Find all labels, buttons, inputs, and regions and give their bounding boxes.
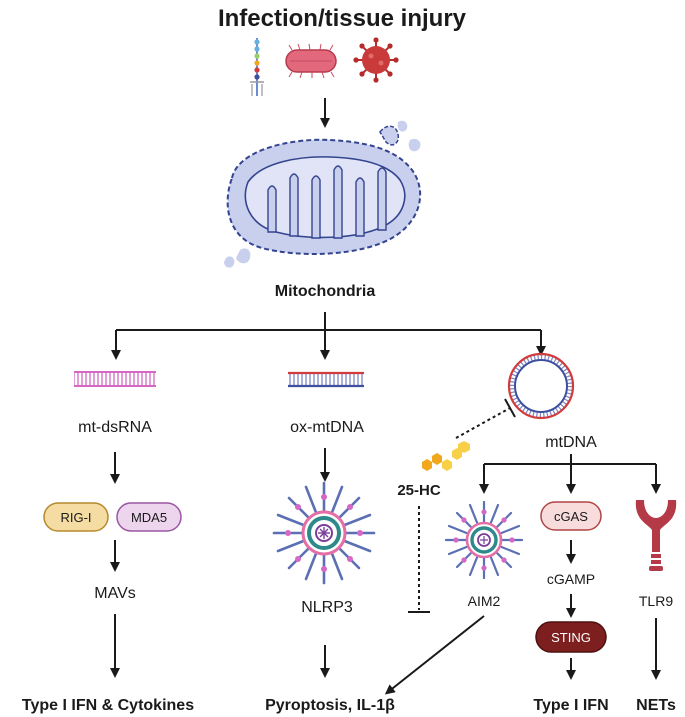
- dsrna-icon: [74, 371, 156, 387]
- inhibitor-25hc-label: 25-HC: [397, 482, 441, 499]
- mtdna-split-connector: [479, 454, 661, 494]
- dna-duplex-icon: [288, 371, 364, 388]
- hexagon-molecule-icon: [422, 441, 470, 471]
- rig-i-node: RIG-I: [43, 502, 109, 532]
- rig-i-label: RIG-I: [60, 510, 91, 525]
- tlr9-label: TLR9: [639, 593, 673, 609]
- organelle-label: Mitochondria: [275, 283, 376, 300]
- arrow-aim2-to-pyroptosis: [384, 615, 485, 695]
- sting-node: STING: [535, 621, 607, 653]
- nlrp3-label: NLRP3: [301, 599, 353, 616]
- receptor-icon: [250, 38, 264, 96]
- circular-mtdna-icon: [507, 352, 575, 420]
- mda5-label: MDA5: [131, 510, 167, 525]
- top-split-connector: [111, 312, 546, 360]
- outcome-pyroptosis: Pyroptosis, IL-1β: [265, 697, 395, 714]
- mitochondrion-icon: [224, 120, 422, 268]
- mavs-label: MAVs: [94, 585, 135, 602]
- outcome-type-i-ifn-cytokines: Type I IFN & Cytokines: [22, 697, 194, 714]
- cgas-label: cGAS: [554, 509, 588, 524]
- ox-mtdna-label: ox-mtDNA: [290, 419, 364, 436]
- aim2-label: AIM2: [468, 593, 501, 609]
- outcome-type-i-ifn: Type I IFN: [533, 697, 608, 714]
- sting-label: STING: [551, 630, 591, 645]
- cgamp-label: cGAMP: [547, 571, 595, 587]
- mda5-node: MDA5: [116, 502, 182, 532]
- outcome-nets: NETs: [636, 697, 676, 714]
- inhibition-25hc-to-mtdna: [455, 398, 516, 439]
- mt-dsrna-label: mt-dsRNA: [78, 419, 152, 436]
- inflammasome-icon: [272, 481, 376, 585]
- inhibition-25hc-to-nlrp3: [408, 506, 430, 613]
- inflammasome-icon: [444, 500, 524, 580]
- cgas-node: cGAS: [540, 501, 602, 531]
- mtdna-label: mtDNA: [545, 434, 597, 451]
- bacterium-icon: [285, 43, 337, 79]
- virus-icon: [353, 37, 399, 83]
- tlr9-receptor-icon: [635, 500, 677, 571]
- diagram-title: Infection/tissue injury: [218, 5, 467, 32]
